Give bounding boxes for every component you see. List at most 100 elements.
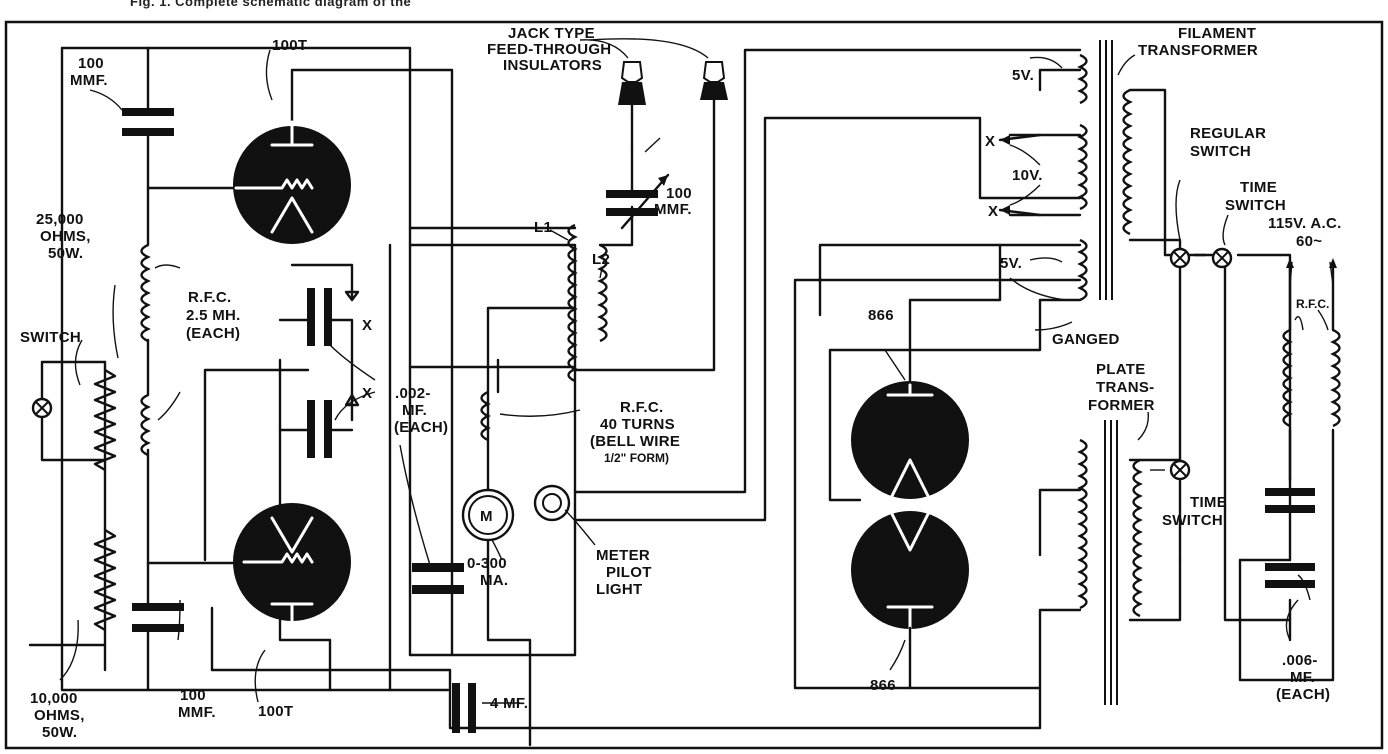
label-006-1: .006- — [1282, 652, 1318, 669]
label-l2: L2 — [592, 251, 610, 268]
label-x2: X — [362, 385, 372, 402]
tube-866-top — [851, 381, 969, 502]
label-filament-1: FILAMENT — [1178, 25, 1256, 42]
label-meter-pilot-3: LIGHT — [596, 581, 643, 598]
pilot-light — [533, 484, 571, 522]
label-25000-1: 25,000 — [36, 211, 84, 228]
label-leaders — [59, 38, 1337, 704]
rfc-40-turns — [480, 390, 491, 442]
label-time-switch-top-1: TIME — [1240, 179, 1277, 196]
tube-866-bottom — [851, 508, 969, 630]
label-rfc-25mh-2: 2.5 MH. — [186, 307, 241, 324]
capacitor-002mf-blocking — [412, 563, 464, 594]
label-100mmf-bottom-2: MMF. — [178, 704, 216, 721]
capacitor-100mmf-variable — [606, 173, 670, 230]
label-meter-range-1: 0-300 — [467, 555, 507, 572]
rfc-choke-upper — [140, 243, 151, 343]
figure-caption-strip: Fig. 1. Complete schematic diagram of th… — [0, 0, 1388, 14]
label-002-1: .002- — [395, 385, 431, 402]
label-rfc-25mh-3: (EACH) — [186, 325, 240, 342]
label-rfc-small: R.F.C. — [1296, 297, 1329, 311]
label-002-3: (EACH) — [394, 419, 448, 436]
filament-transformer — [1077, 40, 1133, 302]
feed-through-insulator-left — [618, 61, 646, 120]
label-x1: X — [362, 317, 372, 334]
time-switch-lamp-top — [1211, 247, 1233, 269]
label-10000-1: 10,000 — [30, 690, 78, 707]
label-regular-switch-1: REGULAR — [1190, 125, 1266, 142]
label-866-top: 866 — [868, 307, 894, 324]
label-4mf: 4 MF. — [490, 695, 528, 712]
label-10000-3: 50W. — [42, 724, 77, 741]
label-rfc-25mh-1: R.F.C. — [188, 289, 231, 306]
label-100mmf-top-1: 100 — [78, 55, 104, 72]
tube-100t-bottom — [233, 503, 351, 624]
label-10v: 10V. — [1012, 167, 1043, 184]
label-rfc40-1: R.F.C. — [620, 399, 663, 416]
label-rfc40-3: (BELL WIRE — [590, 433, 680, 450]
regular-switch-lamp — [1169, 247, 1191, 269]
capacitor-002mf-lower — [307, 400, 332, 458]
label-l1: L1 — [534, 219, 552, 236]
label-10000-2: OHMS, — [34, 707, 85, 724]
resistor-25000-ohms — [93, 368, 117, 472]
capacitor-100mmf-bottom — [132, 603, 184, 632]
label-25000-2: OHMS, — [40, 228, 91, 245]
label-x3: X — [985, 133, 995, 150]
label-regular-switch-2: SWITCH — [1190, 143, 1251, 160]
component-labels: 100 MMF. 100T JACK TYPE FEED-THROUGH INS… — [20, 25, 1342, 741]
capacitor-006mf-lower — [1265, 563, 1315, 588]
label-meter-range-2: MA. — [480, 572, 508, 589]
main-wiring — [28, 46, 1082, 747]
coil-l1 — [567, 223, 578, 383]
label-meter-pilot-1: METER — [596, 547, 650, 564]
label-x4: X — [988, 203, 998, 220]
rfc-line-right — [1330, 328, 1341, 428]
label-100mmf-right-2: MMF. — [654, 201, 692, 218]
label-jack-2: FEED-THROUGH — [487, 41, 611, 58]
coil-l2 — [597, 243, 608, 343]
capacitor-006mf-upper — [1265, 488, 1315, 513]
capacitor-100mmf-top — [122, 108, 174, 136]
label-5v-mid: 5V. — [1000, 255, 1022, 272]
label-meter-pilot-2: PILOT — [606, 564, 652, 581]
label-866-bottom: 866 — [870, 677, 896, 694]
label-25000-3: 50W. — [48, 245, 83, 262]
label-100mmf-right-1: 100 — [666, 185, 692, 202]
rfc-line-left — [1282, 328, 1293, 428]
label-002-2: MF. — [402, 402, 427, 419]
time-switch-lamp-bottom — [1169, 459, 1191, 481]
label-jack-3: INSULATORS — [503, 57, 602, 74]
label-100t-bottom: 100T — [258, 703, 293, 720]
label-switch: SWITCH — [20, 329, 81, 346]
feed-through-insulator-right — [700, 61, 728, 100]
label-ac-2: 60~ — [1296, 233, 1322, 250]
label-100mmf-top-2: MMF. — [70, 72, 108, 89]
figure-caption: Fig. 1. Complete schematic diagram of th… — [130, 0, 412, 9]
label-100t-top: 100T — [272, 37, 307, 54]
tube-100t-top — [233, 120, 351, 244]
label-plate-3: FORMER — [1088, 397, 1155, 414]
label-time-switch-bottom-1: TIME — [1190, 494, 1227, 511]
label-plate-2: TRANS- — [1096, 379, 1154, 396]
label-100mmf-bottom-1: 100 — [180, 687, 206, 704]
label-5v-top: 5V. — [1012, 67, 1034, 84]
label-plate-1: PLATE — [1096, 361, 1146, 378]
label-filament-2: TRANSFORMER — [1138, 42, 1258, 59]
capacitor-002mf-upper — [307, 288, 332, 346]
label-rfc40-4: 1/2" FORM) — [604, 451, 669, 465]
capacitor-4mf — [452, 683, 476, 733]
label-006-3: (EACH) — [1276, 686, 1330, 703]
label-jack-1: JACK TYPE — [508, 25, 595, 42]
label-ac-1: 115V. A.C. — [1268, 215, 1342, 232]
rfc-choke-lower — [140, 393, 151, 457]
label-rfc40-2: 40 TURNS — [600, 416, 675, 433]
milliammeter — [461, 488, 515, 542]
label-time-switch-bottom-2: SWITCH — [1162, 512, 1223, 529]
plate-transformer — [1077, 420, 1143, 705]
label-meter-m: M — [480, 508, 493, 525]
resistor-10000-ohms — [93, 528, 117, 632]
figure-border — [4, 20, 1384, 750]
label-ganged: GANGED — [1052, 331, 1120, 348]
label-006-2: MF. — [1290, 669, 1315, 686]
